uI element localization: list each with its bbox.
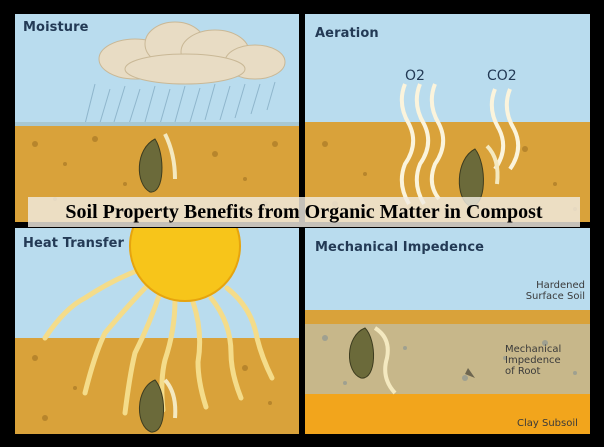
heat-transfer-panel: Heat Transfer [15, 228, 299, 434]
aeration-label: Aeration [315, 26, 379, 41]
mechanical-impedence-illustration [305, 228, 590, 434]
moisture-illustration [15, 14, 299, 222]
moisture-label: Moisture [23, 20, 89, 35]
co2-label: CO2 [487, 68, 517, 84]
moisture-panel: Moisture [15, 14, 299, 222]
aeration-panel: Aeration O2 CO2 [305, 14, 590, 222]
heat-transfer-label: Heat Transfer [23, 236, 124, 251]
mechanical-impedence-label: Mechanical Impedence [315, 240, 484, 255]
hardened-surface-label: Hardened Surface Soil [511, 280, 585, 302]
heat-transfer-illustration [15, 228, 299, 434]
page-title: Soil Property Benefits from Organic Matt… [28, 197, 580, 227]
clay-subsoil-label: Clay Subsoil [517, 418, 578, 429]
root-impedence-label: Mechanical Impedence of Root [505, 344, 561, 377]
o2-label: O2 [405, 68, 425, 84]
title-banner: Soil Property Benefits from Organic Matt… [28, 197, 580, 227]
aeration-illustration [305, 14, 590, 222]
mechanical-impedence-panel: Mechanical Impedence Hardened Surface So… [305, 228, 590, 434]
